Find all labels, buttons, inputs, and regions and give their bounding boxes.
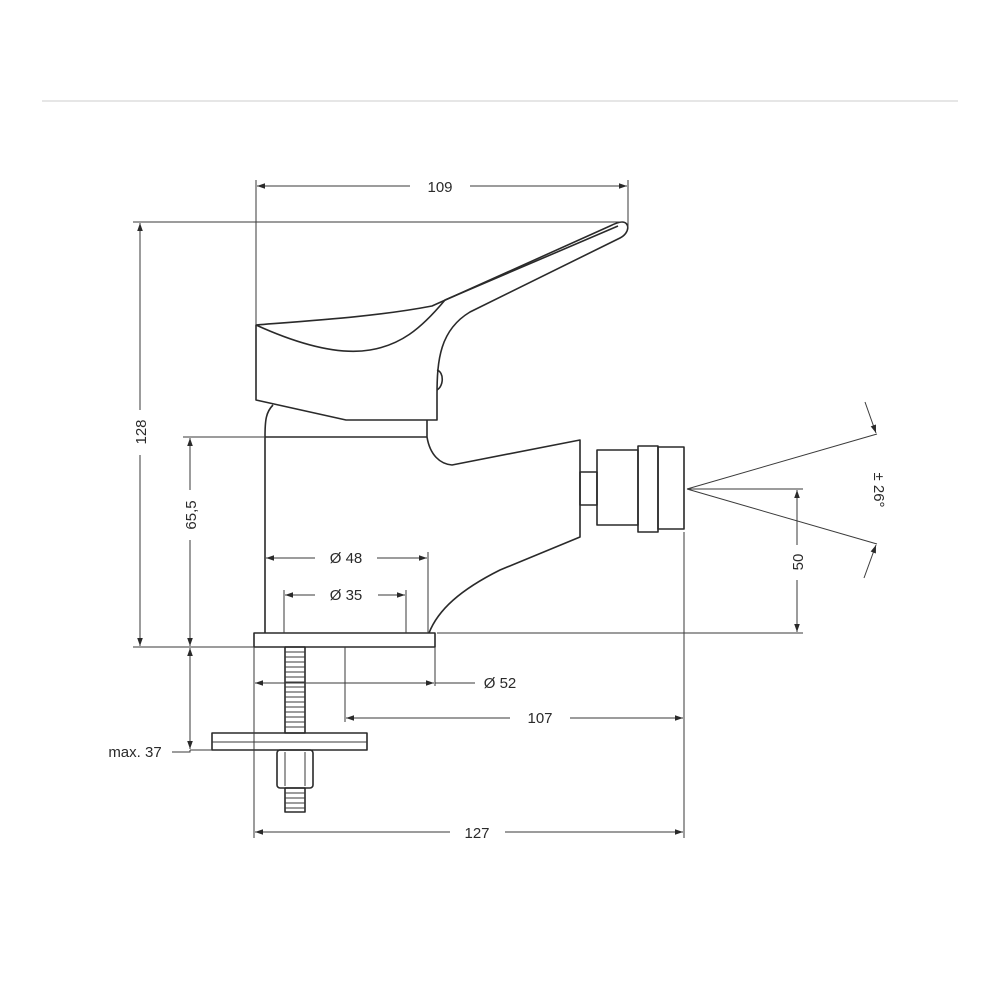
lever-knob (436, 369, 444, 391)
dim-dia-48: Ø 48 (330, 550, 363, 567)
dim-dia-52: Ø 52 (484, 675, 517, 692)
dim-swivel-angle: ± 26° (870, 472, 887, 507)
tap-outline (211, 221, 685, 813)
dim-reach: 107 (527, 710, 552, 727)
dim-width-top: 109 (427, 179, 452, 196)
aerator-tip (657, 446, 685, 530)
tap-body (264, 404, 581, 634)
mounting-washer (211, 732, 368, 751)
lever-inner-curve (255, 225, 619, 353)
aerator-body (596, 449, 639, 526)
spout-connector (579, 471, 598, 506)
dim-aerator-height: 50 (790, 554, 807, 571)
aerator-ring (637, 445, 659, 533)
base-plate (253, 632, 436, 648)
lever-handle (255, 221, 629, 421)
dim-dia-35: Ø 35 (330, 587, 363, 604)
extension-lines (133, 180, 878, 838)
dim-height-total: 128 (133, 419, 150, 444)
hex-nut (276, 749, 314, 789)
dimension-lines (137, 183, 877, 835)
dim-total-width: 127 (464, 825, 489, 842)
dim-height-spout: 65,5 (183, 500, 200, 529)
dim-max-mount: max. 37 (108, 744, 161, 761)
